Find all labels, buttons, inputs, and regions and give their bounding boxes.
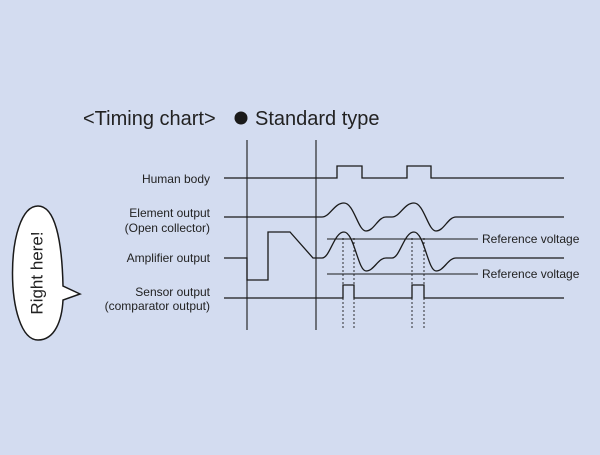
label-sensor-output-sub: (comparator output) bbox=[105, 299, 210, 313]
waveform-human-body bbox=[224, 165, 564, 179]
chart-title: <Timing chart> bbox=[83, 108, 216, 130]
reference-label-lower: Reference voltage bbox=[482, 267, 580, 281]
waveform-sensor-output bbox=[224, 284, 564, 299]
callout-text: Right here! bbox=[27, 231, 46, 314]
label-element-output: Element output bbox=[129, 206, 210, 220]
waveform-element-output bbox=[224, 202, 564, 232]
bullet-icon bbox=[234, 111, 248, 125]
waveform-amplifier-output bbox=[224, 231, 564, 281]
callout-bubble bbox=[11, 205, 82, 341]
label-amplifier-output: Amplifier output bbox=[127, 251, 211, 265]
label-human-body: Human body bbox=[142, 172, 210, 186]
label-element-output-sub: (Open collector) bbox=[125, 221, 210, 235]
label-sensor-output: Sensor output bbox=[135, 285, 210, 299]
reference-label-upper: Reference voltage bbox=[482, 232, 580, 246]
chart-subtitle: Standard type bbox=[255, 108, 380, 130]
